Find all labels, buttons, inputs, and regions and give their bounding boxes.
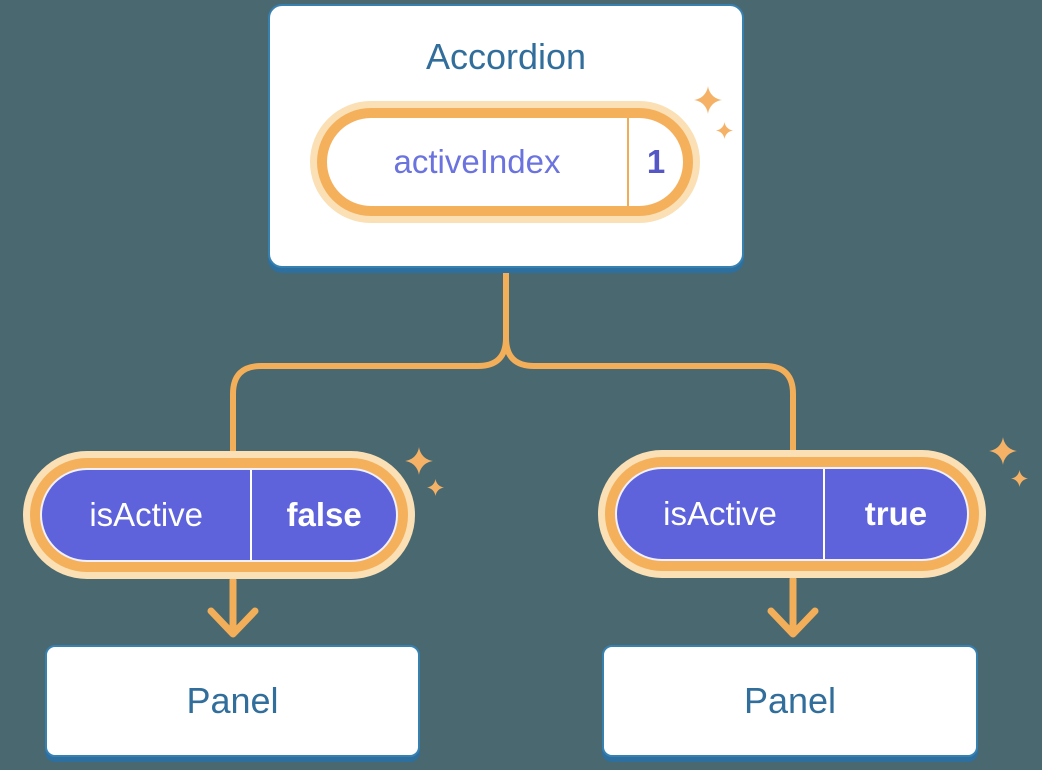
- prop-pill-isactive-false: isActive false: [23, 451, 415, 579]
- sparkle-icon: [405, 447, 433, 480]
- state-pill-divider: [627, 118, 629, 206]
- prop-value-label: true: [864, 495, 928, 532]
- sparkle-icon: [989, 437, 1017, 470]
- state-pill-activeindex: activeIndex 1: [310, 101, 700, 223]
- arrow-right-head: [767, 607, 819, 638]
- sparkle-icon: [427, 479, 444, 501]
- prop-pill-divider: [822, 469, 825, 559]
- panel-label: Panel: [743, 680, 837, 721]
- branch-line-right: [503, 269, 796, 453]
- accordion-title: Accordion: [425, 36, 587, 77]
- state-name-label: activeIndex: [393, 143, 561, 180]
- prop-pill-divider: [250, 470, 253, 560]
- arrow-left-head: [207, 607, 259, 638]
- prop-value-label: false: [286, 496, 362, 533]
- prop-name-label: isActive: [89, 496, 204, 533]
- prop-pill-ring: isActive true: [605, 457, 979, 571]
- state-value-label: 1: [646, 143, 666, 180]
- panel-box-right: Panel: [602, 645, 978, 757]
- prop-name-label: isActive: [663, 495, 777, 532]
- sparkle-icon: [1011, 470, 1028, 492]
- panel-box-left: Panel: [45, 645, 420, 757]
- prop-pill-isactive-true: isActive true: [598, 450, 986, 578]
- branch-line-left: [230, 269, 509, 454]
- panel-label: Panel: [186, 680, 279, 721]
- prop-pill-ring: isActive false: [30, 458, 408, 572]
- state-pill-ring: activeIndex 1: [317, 108, 693, 216]
